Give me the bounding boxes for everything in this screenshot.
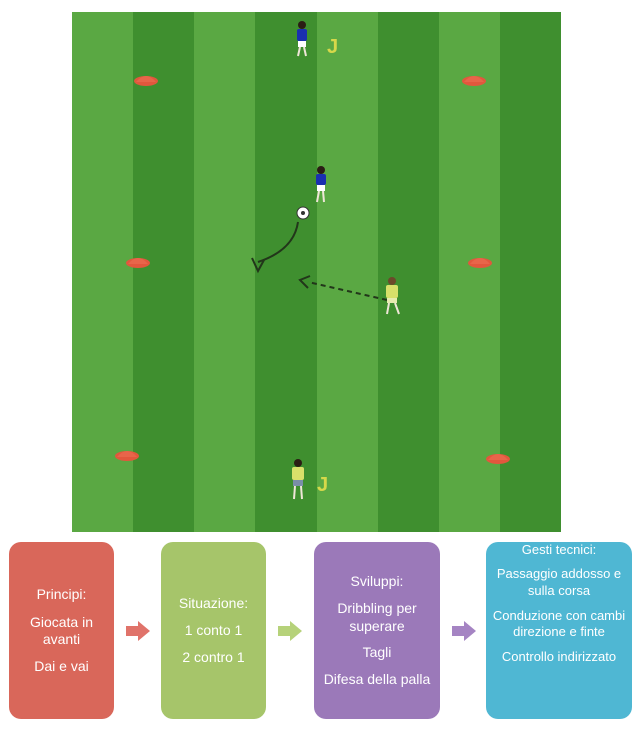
gesti-tecnici-card: Gesti tecnici: Passaggio addosso e sulla…: [486, 542, 632, 719]
card-line: Difesa della palla: [323, 670, 431, 687]
grass-stripe: [255, 12, 318, 532]
card-line: Passaggio addosso e sulla corsa: [496, 566, 622, 598]
card-line: Dai e vai: [34, 657, 89, 674]
card-line: Dribbling per superare: [337, 600, 417, 634]
player-yellow-bottom: [292, 459, 304, 500]
cone: [115, 451, 139, 461]
dribble-arrow-head: [251, 257, 265, 274]
grass-stripe: [499, 12, 561, 532]
arrow-right-icon: [278, 621, 302, 641]
player-blue-middle: [316, 166, 326, 203]
dribble-path-arrow: [257, 221, 299, 263]
ball: [296, 206, 310, 220]
card-line: Controllo indirizzato: [501, 649, 617, 665]
grass-stripe: [133, 12, 196, 532]
card-title: Situazione:: [178, 594, 249, 611]
arrow-right-icon: [452, 621, 476, 641]
sviluppi-card: Sviluppi: Dribbling per superare Tagli D…: [314, 542, 440, 719]
card-line: 2 contro 1: [182, 648, 245, 665]
jersey-letter-bottom: J: [317, 474, 329, 496]
run-arrow-head: [298, 275, 311, 289]
cone: [134, 76, 158, 86]
jersey-letter-top: J: [327, 36, 339, 58]
cone: [462, 76, 486, 86]
cone: [468, 258, 492, 268]
principi-card: Principi: Giocata in avanti Dai e vai: [9, 542, 114, 719]
card-line: Tagli: [362, 644, 392, 661]
card-line: Conduzione con cambi direzione e finte: [492, 607, 626, 639]
card-title: Sviluppi:: [350, 572, 404, 589]
run-path-arrow: [307, 281, 388, 301]
field-drawing: [115, 21, 510, 500]
card-title: Principi:: [36, 586, 87, 602]
grass-stripe: [377, 12, 440, 532]
arrow-right-icon: [126, 621, 150, 641]
grass-stripe: [194, 12, 257, 532]
situazione-card: Situazione: 1 conto 1 2 contro 1: [161, 542, 266, 719]
grass-stripe: [316, 12, 379, 532]
card-line: Giocata in avanti: [29, 613, 94, 648]
soccer-field: J J: [72, 12, 561, 532]
card-line: 1 conto 1: [184, 622, 243, 639]
grass-stripe: [438, 12, 501, 532]
cone: [126, 258, 150, 268]
cone: [486, 454, 510, 464]
player-yellow-middle: [386, 277, 400, 315]
grass-stripe: [72, 12, 135, 532]
card-title: Gesti tecnici:: [521, 542, 597, 557]
player-blue-top: [297, 21, 307, 57]
